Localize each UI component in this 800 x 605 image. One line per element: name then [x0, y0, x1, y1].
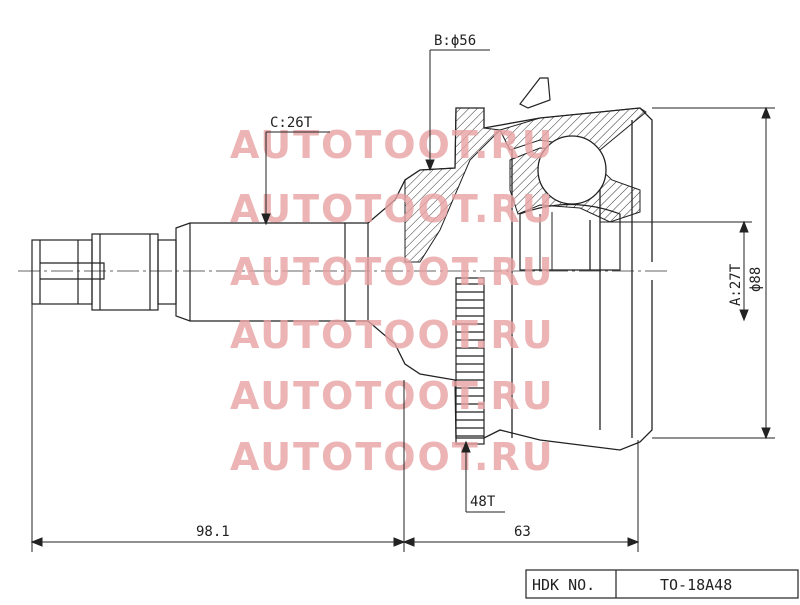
watermark: AUTOTOOT.RU — [230, 123, 555, 167]
shaft-spline-label: C:26T — [270, 115, 313, 131]
joint-length-label: 63 — [514, 524, 531, 540]
watermark: AUTOTOOT.RU — [230, 250, 555, 294]
abs-ring-body — [455, 277, 485, 445]
boot-clamp — [519, 77, 551, 109]
inner-spline-label: A:27T — [728, 263, 744, 306]
watermark-layer: AUTOTOOT.RU AUTOTOOT.RU AUTOTOOT.RU AUTO… — [230, 123, 555, 479]
watermark: AUTOTOOT.RU — [230, 313, 555, 357]
abs-ring — [455, 277, 485, 445]
abs-ring-label: 48T — [470, 494, 496, 510]
part-number: TO-18A48 — [660, 576, 732, 594]
bearing-callout — [425, 49, 490, 172]
watermark: AUTOTOOT.RU — [230, 435, 555, 479]
shaft-spline-callout — [261, 131, 330, 226]
shaft-length-label: 98.1 — [196, 524, 230, 540]
shaft — [31, 222, 369, 322]
title-block — [525, 569, 799, 599]
length-dimensions — [30, 304, 640, 552]
watermark: AUTOTOOT.RU — [230, 374, 555, 418]
boot-flange — [499, 107, 647, 151]
outer-diameter-label: ϕ88 — [748, 267, 764, 292]
bearing-label: B:ϕ56 — [434, 33, 476, 49]
watermark: AUTOTOOT.RU — [230, 187, 555, 231]
housing-section — [404, 107, 502, 263]
diameter-dimension — [600, 106, 775, 440]
inner-race — [519, 203, 621, 271]
abs-ring-callout — [461, 440, 505, 513]
title-block-label: HDK NO. — [532, 576, 595, 594]
